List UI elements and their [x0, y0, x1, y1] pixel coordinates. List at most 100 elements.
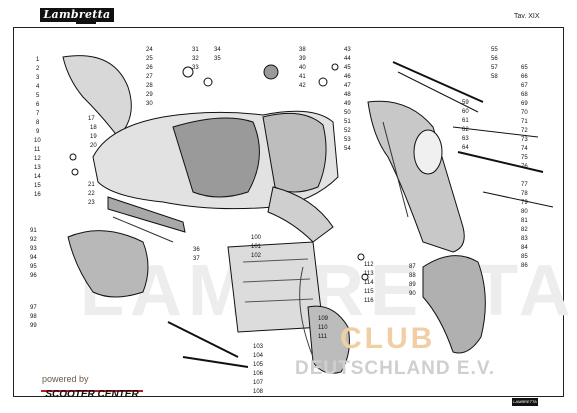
part-label: 87 — [409, 264, 416, 270]
part-label: 51 — [344, 119, 351, 125]
part-label: 2 — [36, 66, 40, 72]
part-label: 96 — [30, 273, 37, 279]
part-label: 27 — [146, 74, 153, 80]
part-label: 59 — [462, 100, 469, 106]
part-label: 65 — [521, 65, 528, 71]
part-label: 72 — [521, 128, 528, 134]
logo-red-bar — [41, 390, 143, 392]
watermark-club: CLUB — [340, 322, 436, 355]
part-label: 20 — [90, 143, 97, 149]
part-label: 93 — [30, 246, 37, 252]
part-label: 64 — [462, 145, 469, 151]
part-label: 97 — [30, 305, 37, 311]
part-label: 82 — [521, 227, 528, 233]
part-label: 83 — [521, 236, 528, 242]
part-label: 76 — [521, 164, 528, 170]
powered-by-label: powered by — [42, 374, 89, 384]
part-label: 28 — [146, 83, 153, 89]
part-label: 80 — [521, 209, 528, 215]
plate-number: Tav. XIX — [514, 13, 540, 20]
part-label: 6 — [36, 102, 40, 108]
part-label: 115 — [364, 289, 374, 295]
part-label: 114 — [364, 280, 374, 286]
watermark-country: DEUTSCHLAND E.V. — [295, 358, 496, 379]
part-label: 75 — [521, 155, 528, 161]
part-label: 98 — [30, 314, 37, 320]
part-label: 81 — [521, 218, 528, 224]
part-label: 33 — [192, 65, 199, 71]
part-label: 57 — [491, 65, 498, 71]
part-label: 116 — [364, 298, 374, 304]
part-label: 110 — [318, 325, 328, 331]
part-label: 31 — [192, 47, 199, 53]
part-label: 47 — [344, 83, 351, 89]
part-label: 60 — [462, 109, 469, 115]
part-label: 34 — [214, 47, 221, 53]
part-label: 55 — [491, 47, 498, 53]
part-label: 86 — [521, 263, 528, 269]
part-label: 42 — [299, 83, 306, 89]
part-label: 70 — [521, 110, 528, 116]
part-label: 103 — [253, 344, 264, 350]
part-label: 104 — [253, 353, 264, 359]
part-label: 40 — [299, 65, 306, 71]
part-label: 53 — [344, 137, 351, 143]
part-label: 18 — [90, 125, 97, 131]
part-label: 109 — [318, 316, 329, 322]
part-label: 7 — [36, 111, 40, 117]
part-label: 95 — [30, 264, 37, 270]
part-label: 105 — [253, 362, 264, 368]
part-label: 22 — [88, 191, 95, 197]
part-label: 38 — [299, 47, 306, 53]
part-label: 26 — [146, 65, 153, 71]
part-label: 113 — [364, 271, 374, 277]
part-label: 17 — [88, 116, 95, 122]
part-label: 21 — [88, 182, 95, 188]
part-label: 63 — [462, 136, 469, 142]
part-label: 54 — [344, 146, 351, 152]
part-label: 1 — [36, 57, 40, 63]
part-label: 24 — [146, 47, 153, 53]
part-label: 77 — [521, 182, 528, 188]
part-label: 79 — [521, 200, 528, 206]
part-label: 43 — [344, 47, 351, 53]
part-label: 94 — [30, 255, 37, 261]
part-label: 48 — [344, 92, 351, 98]
part-label: 99 — [30, 323, 37, 329]
part-label: 108 — [253, 389, 264, 395]
part-label: 45 — [344, 65, 351, 71]
part-label: 56 — [491, 56, 498, 62]
part-label: 35 — [214, 56, 221, 62]
drawing-frame — [13, 27, 564, 397]
logo-underline — [76, 20, 96, 24]
part-label: 12 — [34, 156, 41, 162]
lambretta-logo: Lambretta — [40, 8, 114, 22]
part-label: 89 — [409, 282, 416, 288]
part-label: 30 — [146, 101, 153, 107]
part-label: 73 — [521, 137, 528, 143]
part-label: 85 — [521, 254, 528, 260]
part-label: 61 — [462, 118, 469, 124]
part-label: 5 — [36, 93, 40, 99]
part-label: 13 — [34, 165, 41, 171]
part-label: 74 — [521, 146, 528, 152]
part-label: 23 — [88, 200, 95, 206]
part-label: 49 — [344, 101, 351, 107]
part-label: 25 — [146, 56, 153, 62]
part-label: 52 — [344, 128, 351, 134]
part-label: 112 — [364, 262, 374, 268]
part-label: 100 — [251, 235, 262, 241]
part-label: 16 — [34, 192, 41, 198]
part-label: 58 — [491, 74, 498, 80]
part-label: 50 — [344, 110, 351, 116]
part-label: 91 — [30, 228, 37, 234]
part-label: 10 — [34, 138, 41, 144]
part-label: 11 — [34, 147, 41, 153]
part-label: 32 — [192, 56, 199, 62]
part-label: 46 — [344, 74, 351, 80]
part-label: 4 — [36, 84, 40, 90]
part-label: 106 — [253, 371, 264, 377]
part-label: 3 — [36, 75, 40, 81]
part-label: 41 — [299, 74, 306, 80]
part-label: 19 — [90, 134, 97, 140]
